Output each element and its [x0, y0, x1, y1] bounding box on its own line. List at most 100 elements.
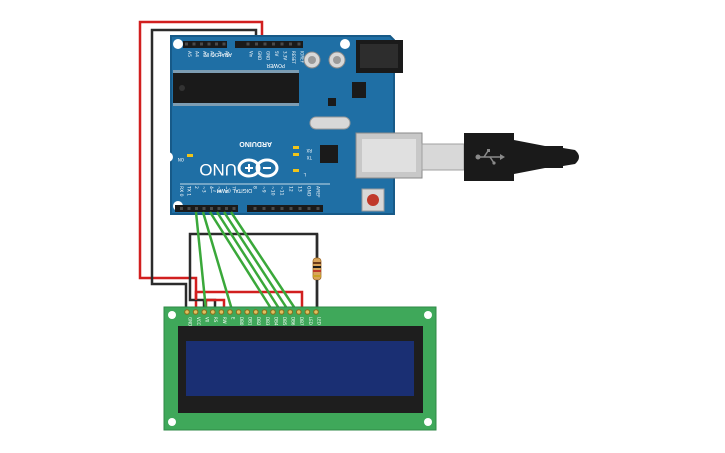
digital-pin[interactable] — [298, 207, 302, 210]
analog-header[interactable] — [183, 41, 227, 48]
digital-pin[interactable] — [280, 207, 284, 210]
lcd-pin[interactable] — [218, 309, 225, 315]
lcd-pin[interactable] — [235, 309, 242, 315]
lcd-pin[interactable] — [304, 309, 311, 315]
lcd-pin[interactable] — [244, 309, 250, 315]
lcd-pin[interactable] — [184, 309, 190, 315]
lcd-pin[interactable] — [296, 309, 302, 315]
lcd-pin-label: DB4 — [273, 317, 278, 326]
digital-pin[interactable] — [253, 207, 257, 210]
power-pin-label: RESET — [291, 51, 296, 64]
power-pin[interactable] — [246, 42, 250, 46]
lcd-pin[interactable] — [313, 309, 319, 315]
mount-hole — [424, 418, 432, 426]
lcd-pin[interactable] — [227, 309, 233, 315]
analog-pin[interactable] — [207, 42, 211, 46]
wire-db7-green[interactable] — [229, 211, 298, 311]
digital-pin[interactable] — [187, 207, 191, 210]
digital-pin[interactable] — [271, 207, 275, 210]
digital-pin-label: 4 — [208, 186, 214, 189]
svg-text:L: L — [303, 172, 306, 177]
arduino-logo — [237, 158, 279, 178]
analog-pin[interactable] — [200, 42, 203, 46]
digital-pin[interactable] — [232, 207, 236, 210]
lcd-pin[interactable] — [210, 309, 216, 315]
wire-db6-green[interactable] — [222, 211, 290, 311]
reset-button[interactable] — [361, 188, 385, 212]
led-on: ON — [178, 154, 193, 162]
power-pin-label: GND — [266, 51, 271, 60]
digital-header[interactable] — [175, 205, 323, 212]
digital-pin[interactable] — [289, 207, 293, 210]
analog-pin-label: A0 — [224, 51, 230, 57]
wire-led-vcc-red[interactable] — [194, 290, 304, 310]
analog-pin[interactable] — [192, 42, 196, 46]
lcd-pin-label: DB1 — [248, 317, 253, 326]
analog-pin[interactable] — [222, 42, 226, 46]
lcd-pin[interactable] — [261, 309, 268, 315]
wire-e-green[interactable] — [201, 211, 234, 311]
wire-db5-green[interactable] — [215, 211, 282, 311]
digital-label: DIGITAL (PWM~) — [210, 187, 252, 193]
lcd-pin[interactable] — [270, 309, 276, 315]
power-pin[interactable] — [280, 42, 284, 46]
dc-power-jack[interactable] — [356, 40, 403, 73]
digital-pin[interactable] — [316, 207, 320, 210]
lcd-pin[interactable] — [287, 309, 294, 315]
digital-pin-label: ~6 — [223, 186, 229, 193]
resistor[interactable] — [312, 257, 322, 310]
lcd-pin[interactable] — [201, 309, 207, 315]
lcd-pin-label: DB2 — [256, 317, 261, 326]
lcd-pin-label: LED — [308, 317, 313, 325]
digital-pin-label: 12 — [288, 186, 294, 192]
led-rx: RX — [293, 146, 312, 153]
lcd-pin-label: RS — [213, 317, 218, 323]
mount-hole — [168, 418, 176, 426]
usb-cable[interactable] — [421, 133, 579, 181]
lcd-pin[interactable] — [253, 309, 259, 315]
lcd-screen — [186, 341, 414, 396]
digital-pin[interactable] — [307, 207, 311, 210]
brand-name-text: ARDUINO — [239, 140, 272, 147]
power-pin[interactable] — [255, 42, 258, 46]
wire-db4-green[interactable] — [208, 211, 274, 311]
usb-b-connector[interactable] — [355, 132, 423, 179]
lcd-pin-label: GND — [187, 317, 192, 326]
atmega-chip — [173, 70, 299, 106]
power-label: POWER — [266, 62, 285, 68]
lcd-pin-label: LED — [316, 317, 321, 325]
digital-pin[interactable] — [262, 207, 266, 210]
lcd-pin[interactable] — [278, 309, 285, 315]
power-pin[interactable] — [272, 42, 275, 46]
wires-back — [138, 20, 264, 310]
power-header[interactable] — [235, 41, 303, 48]
wire-rs-green[interactable] — [194, 211, 208, 311]
digital-pin-label: RX 0 — [178, 186, 184, 197]
capacitor — [328, 51, 346, 69]
digital-pin-label: GND — [306, 186, 312, 197]
lcd-pin[interactable] — [192, 309, 199, 315]
mount-hole — [163, 152, 173, 162]
svg-text:TX: TX — [307, 155, 313, 160]
digital-pin[interactable] — [180, 207, 183, 210]
analog-pin[interactable] — [185, 42, 188, 46]
power-pin[interactable] — [263, 42, 267, 46]
power-pin[interactable] — [289, 42, 292, 46]
wire-5v-red[interactable] — [138, 20, 264, 310]
wire-gnd-black[interactable] — [150, 28, 258, 310]
digital-pin[interactable] — [217, 207, 221, 210]
power-pin[interactable] — [297, 42, 301, 46]
analog-pin-label: A1 — [216, 51, 222, 57]
digital-pin[interactable] — [195, 207, 198, 210]
digital-pin[interactable] — [225, 207, 228, 210]
digital-pin[interactable] — [202, 207, 206, 210]
lcd-pin-label: VCC — [196, 317, 201, 326]
digital-pin[interactable] — [210, 207, 213, 210]
data-wires-green — [194, 211, 298, 311]
analog-pin[interactable] — [215, 42, 218, 46]
